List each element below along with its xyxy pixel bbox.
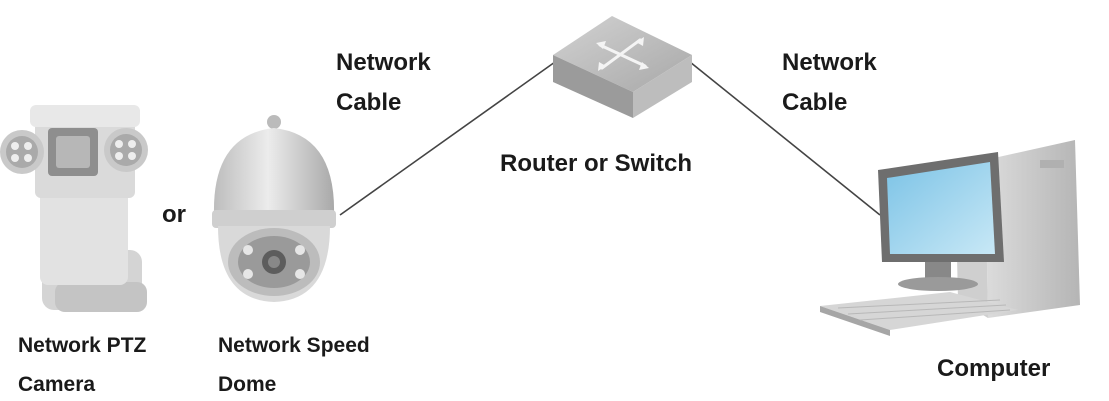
- speed-dome-icon: [212, 115, 336, 302]
- cable-label-left-line1: Network: [336, 49, 431, 76]
- speed-dome-label-line1: Network Speed: [218, 334, 370, 357]
- cable-label-right-line2: Cable: [782, 89, 848, 116]
- cable-label-right-line1: Network: [782, 49, 877, 76]
- speed-dome-label-line2: Dome: [218, 373, 277, 396]
- ptz-camera-icon: [0, 105, 148, 312]
- cable-label-left-line2: Cable: [336, 89, 402, 116]
- desktop-computer-icon: [820, 140, 1080, 336]
- network-cable-right: [689, 61, 881, 216]
- network-cable-left: [339, 61, 556, 216]
- ptz-camera-label-line2: Camera: [18, 373, 96, 396]
- ptz-camera-label-line1: Network PTZ: [18, 334, 147, 357]
- or-label: or: [162, 201, 186, 228]
- router-switch-icon: [553, 16, 692, 118]
- router-label: Router or Switch: [500, 150, 693, 177]
- computer-label: Computer: [937, 355, 1051, 382]
